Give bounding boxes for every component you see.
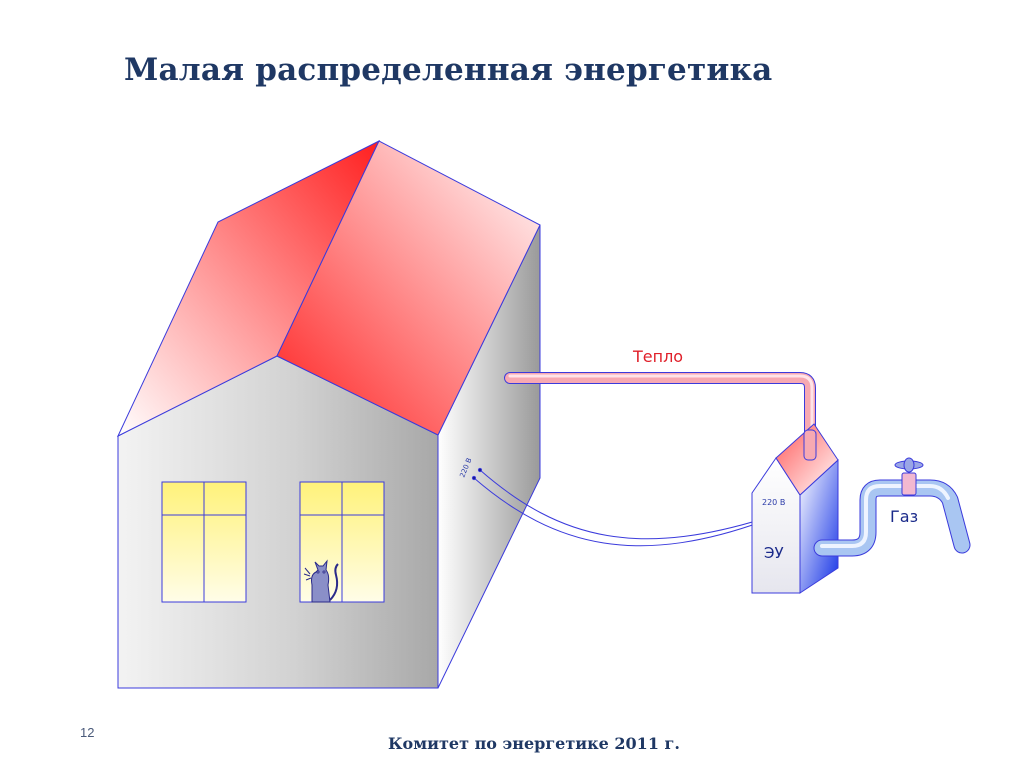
slide-footer: Комитет по энергетике 2011 г. xyxy=(388,734,680,753)
heat-pipe: Тепло xyxy=(504,347,816,466)
gas-valve-icon xyxy=(894,457,924,496)
gas-label: Газ xyxy=(890,507,918,526)
house: 220 В xyxy=(116,139,541,689)
slide-number: 12 xyxy=(80,725,95,740)
slide-title: Малая распределенная энергетика xyxy=(124,52,773,88)
energy-unit: 220 В ЭУ xyxy=(751,423,839,594)
window-left xyxy=(161,481,247,603)
unit-label: ЭУ xyxy=(764,544,784,562)
heat-label: Тепло xyxy=(632,347,683,366)
voltage-label-unit: 220 В xyxy=(762,498,785,507)
cat-icon xyxy=(303,559,339,603)
gas-pipe: Газ xyxy=(813,479,971,557)
roof-right xyxy=(276,140,541,436)
